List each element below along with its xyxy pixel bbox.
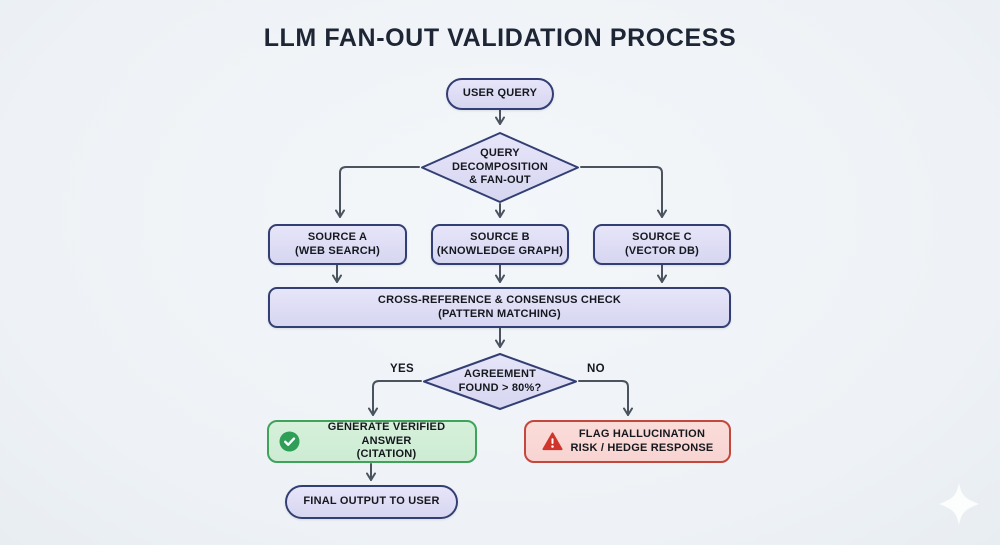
edge-agreement-yes <box>368 380 422 416</box>
final-output-node: FINAL OUTPUT TO USER <box>285 485 458 519</box>
decomposition-label-line2: DECOMPOSITION <box>451 160 549 173</box>
diamond-shape <box>423 353 577 410</box>
edge-decomposition-to-source-a <box>335 166 420 218</box>
sparkle-icon <box>939 483 979 525</box>
verified-answer-label-line2: (CITATION) <box>356 448 417 461</box>
verified-answer-label-line1: GENERATE VERIFIED ANSWER <box>327 421 446 447</box>
agreement-label-line1: AGREEMENT <box>463 368 537 380</box>
verified-answer-node: GENERATE VERIFIED ANSWER (CITATION) <box>267 420 477 463</box>
source-c-label-line1: SOURCE C <box>632 231 692 243</box>
agreement-check-node: AGREEMENT FOUND > 80%? <box>422 352 578 411</box>
source-b-label-line1: SOURCE B <box>470 231 530 243</box>
final-output-label: FINAL OUTPUT TO USER <box>303 495 440 508</box>
query-decomposition-node: QUERY DECOMPOSITION & FAN-OUT <box>420 131 580 204</box>
edge-decomposition-to-source-c <box>580 166 667 218</box>
warning-triangle-icon <box>541 431 563 452</box>
cross-reference-label-line2: (PATTERN MATCHING) <box>438 307 561 320</box>
flag-risk-label-line2: RISK / HEDGE RESPONSE <box>570 441 714 454</box>
agreement-label-line2: FOUND > 80%? <box>458 381 542 394</box>
user-query-label: USER QUERY <box>462 87 538 100</box>
yes-edge-label: YES <box>390 363 414 375</box>
flag-risk-label-line1: FLAG HALLUCINATION <box>578 428 706 440</box>
source-a-node: SOURCE A (WEB SEARCH) <box>268 224 407 265</box>
user-query-node: USER QUERY <box>446 78 554 110</box>
edge-agreement-no <box>578 380 633 416</box>
flag-risk-node: FLAG HALLUCINATION RISK / HEDGE RESPONSE <box>524 420 731 463</box>
source-a-label-line1: SOURCE A <box>307 231 368 243</box>
no-edge-label: NO <box>587 363 605 375</box>
source-a-label-line2: (WEB SEARCH) <box>295 244 380 257</box>
source-c-node: SOURCE C (VECTOR DB) <box>593 224 731 265</box>
decomposition-label-line1: QUERY <box>480 147 520 160</box>
cross-reference-label-line1: CROSS-REFERENCE & CONSENSUS CHECK <box>377 294 622 306</box>
decomposition-label-line3: & FAN-OUT <box>469 174 531 187</box>
source-b-node: SOURCE B (KNOWLEDGE GRAPH) <box>431 224 569 265</box>
source-c-label-line2: (VECTOR DB) <box>624 244 700 257</box>
diamond-shape <box>421 132 579 203</box>
cross-reference-node: CROSS-REFERENCE & CONSENSUS CHECK (PATTE… <box>268 287 731 328</box>
page-title: LLM FAN-OUT VALIDATION PROCESS <box>263 24 737 52</box>
check-circle-icon <box>279 431 300 452</box>
source-b-label-line2: (KNOWLEDGE GRAPH) <box>436 244 564 257</box>
